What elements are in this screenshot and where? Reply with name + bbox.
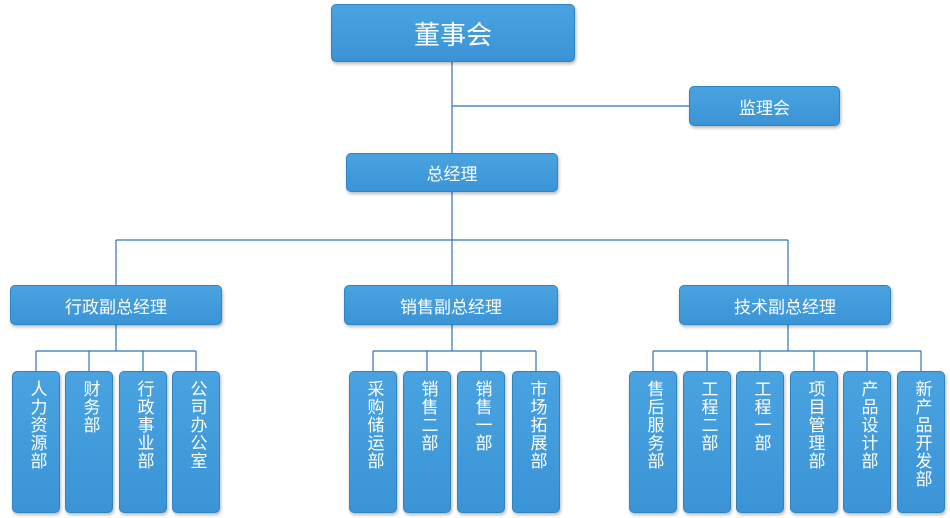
node-admin-vice-manager-label: 行政副总经理 [65, 297, 167, 318]
node-dept-office-label: 公司办公室 [186, 380, 207, 470]
node-admin-vice-manager[interactable]: 行政副总经理 [10, 285, 222, 325]
node-tech-vice-manager-label: 技术副总经理 [734, 297, 836, 318]
node-dept-hr[interactable]: 人力资源部 [12, 371, 60, 513]
node-dept-engineering-2-label: 工程二部 [697, 380, 718, 452]
node-dept-engineering-1-label: 工程一部 [750, 380, 771, 452]
node-dept-finance[interactable]: 财务部 [65, 371, 113, 513]
node-dept-hr-label: 人力资源部 [26, 380, 47, 470]
node-dept-sales-2-label: 销售二部 [417, 380, 438, 452]
node-dept-after-sales-label: 售后服务部 [643, 380, 664, 470]
node-dept-new-product-dev[interactable]: 新产品开发部 [897, 371, 945, 513]
node-dept-product-design[interactable]: 产品设计部 [843, 371, 891, 513]
node-dept-market-expansion[interactable]: 市场拓展部 [512, 371, 560, 513]
node-dept-project-management[interactable]: 项目管理部 [790, 371, 838, 513]
node-dept-sales-1-label: 销售一部 [471, 380, 492, 452]
node-dept-new-product-dev-label: 新产品开发部 [911, 380, 932, 488]
node-dept-project-management-label: 项目管理部 [804, 380, 825, 470]
node-dept-procurement[interactable]: 采购储运部 [349, 371, 397, 513]
node-dept-product-design-label: 产品设计部 [857, 380, 878, 470]
node-dept-procurement-label: 采购储运部 [363, 380, 384, 470]
node-dept-office[interactable]: 公司办公室 [172, 371, 220, 513]
node-board[interactable]: 董事会 [331, 4, 575, 62]
node-general-manager-label: 总经理 [426, 165, 478, 185]
node-supervisory-board-label: 监理会 [739, 98, 790, 119]
node-dept-sales-1[interactable]: 销售一部 [457, 371, 505, 513]
node-dept-admin-affairs[interactable]: 行政事业部 [119, 371, 167, 513]
node-dept-sales-2[interactable]: 销售二部 [403, 371, 451, 513]
node-supervisory-board[interactable]: 监理会 [689, 86, 840, 126]
node-dept-market-expansion-label: 市场拓展部 [526, 380, 547, 470]
node-dept-finance-label: 财务部 [79, 380, 100, 434]
node-sales-vice-manager[interactable]: 销售副总经理 [344, 285, 558, 325]
node-general-manager[interactable]: 总经理 [346, 153, 558, 192]
node-sales-vice-manager-label: 销售副总经理 [400, 297, 502, 318]
node-dept-admin-affairs-label: 行政事业部 [133, 380, 154, 470]
node-board-label: 董事会 [413, 20, 492, 51]
node-dept-engineering-2[interactable]: 工程二部 [683, 371, 731, 513]
node-tech-vice-manager[interactable]: 技术副总经理 [679, 285, 891, 325]
node-dept-after-sales[interactable]: 售后服务部 [629, 371, 677, 513]
node-dept-engineering-1[interactable]: 工程一部 [736, 371, 784, 513]
